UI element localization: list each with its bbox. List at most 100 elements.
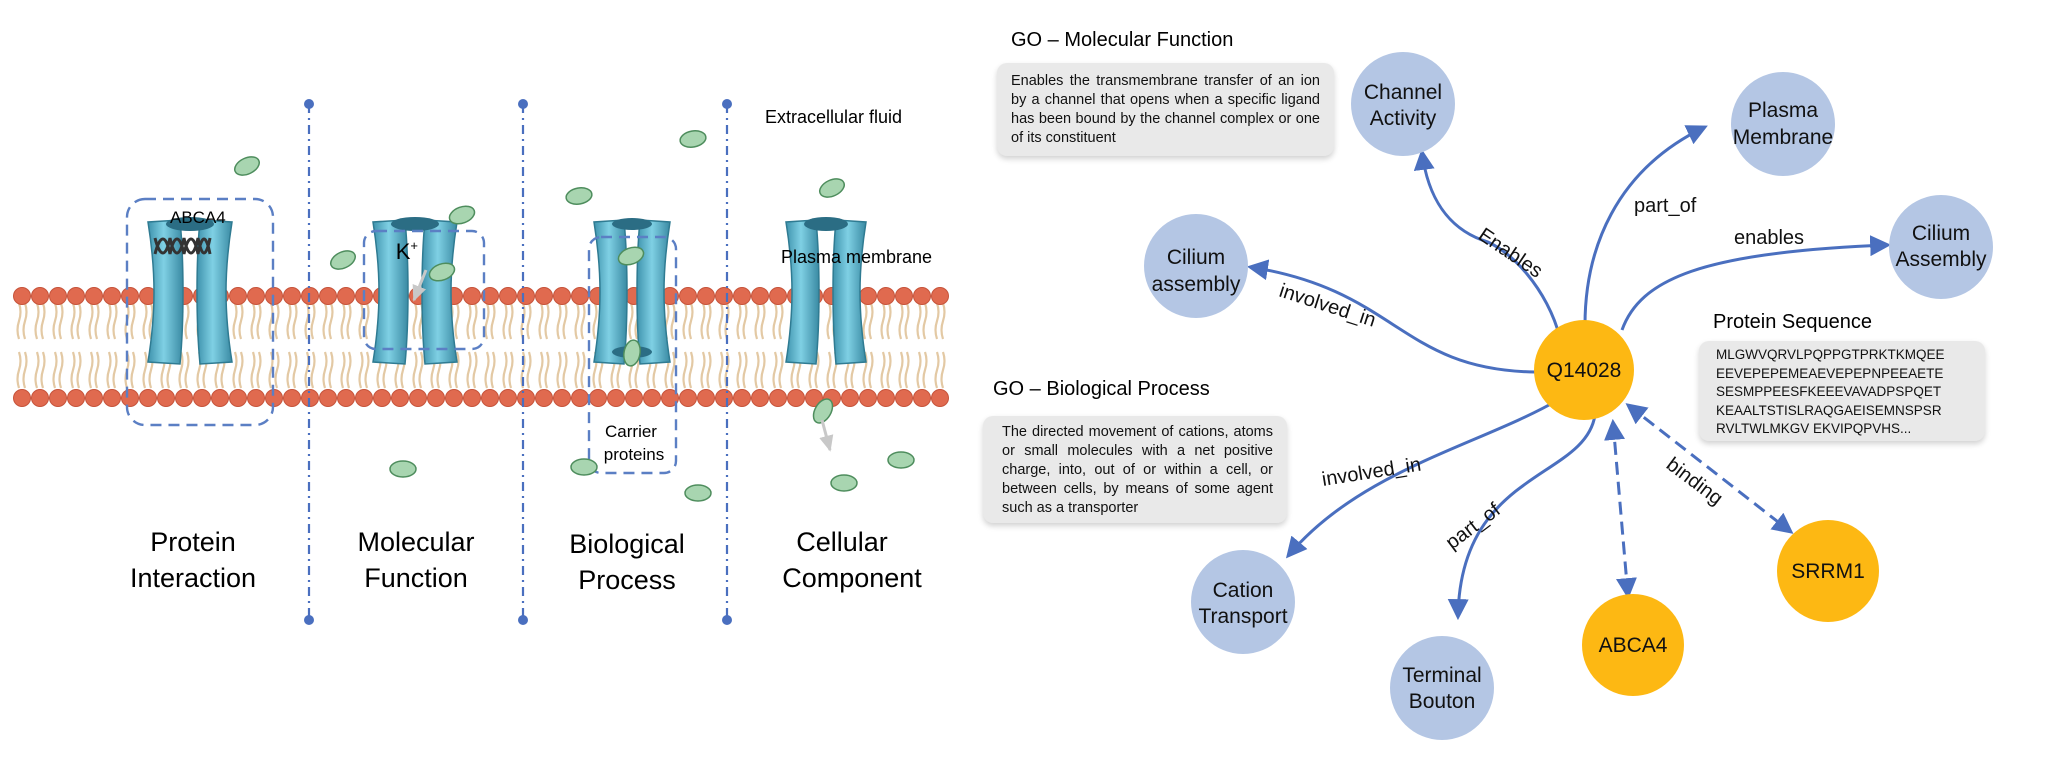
lipid-tail bbox=[502, 302, 508, 340]
node-plasma-membrane-line1: Plasma bbox=[1748, 99, 1818, 122]
lipid-tail bbox=[58, 302, 64, 340]
lipid-tail bbox=[670, 351, 676, 389]
separator-dot bbox=[304, 99, 314, 109]
lipid-head bbox=[49, 287, 67, 305]
graph-dashed-edges bbox=[1604, 403, 1794, 600]
go-biological-process-title: GO – Biological Process bbox=[993, 378, 1210, 400]
lipid-tail bbox=[466, 302, 472, 340]
channel-protein-potassium bbox=[372, 217, 458, 365]
lipid-head bbox=[391, 389, 409, 407]
protein-sequence-title: Protein Sequence bbox=[1713, 311, 1872, 333]
node-srrm1-label: SRRM1 bbox=[1791, 560, 1865, 583]
lipid-tail bbox=[364, 351, 370, 389]
lipid-tail bbox=[682, 351, 688, 389]
lipid-tail bbox=[706, 351, 712, 389]
lipid-tail bbox=[256, 351, 262, 389]
node-q14028[interactable]: Q14028 bbox=[1534, 320, 1634, 420]
lipid-head bbox=[247, 287, 265, 305]
carrier-label-line1: Carrier bbox=[605, 422, 657, 441]
lipid-tail bbox=[286, 351, 292, 389]
carrier-label-line2: proteins bbox=[604, 445, 664, 464]
lipid-head bbox=[427, 389, 445, 407]
edge-enables-channel bbox=[1413, 148, 1562, 339]
molecule bbox=[679, 130, 707, 148]
lipid-head bbox=[895, 287, 913, 305]
column-titles: Protein Interaction Molecular Function B… bbox=[130, 527, 922, 595]
edge-involved-in-cation bbox=[1285, 398, 1559, 559]
lipid-tail bbox=[184, 302, 190, 340]
edge-binding-srrm1 bbox=[1625, 403, 1794, 534]
edge-label-involved-in-bottom: involved_in bbox=[1320, 454, 1422, 491]
lipid-tail bbox=[34, 302, 40, 340]
node-channel-activity[interactable]: Channel Activity bbox=[1351, 52, 1455, 156]
separator-endpoints bbox=[304, 99, 732, 625]
lipid-head bbox=[535, 287, 553, 305]
edge-label-enables-lower: enables bbox=[1734, 227, 1804, 249]
lipid-head bbox=[121, 287, 139, 305]
lipid-head bbox=[247, 389, 265, 407]
lipid-tail bbox=[40, 351, 46, 389]
lipid-tail bbox=[538, 302, 544, 340]
lipid-head bbox=[715, 389, 733, 407]
lipid-tail bbox=[778, 351, 784, 389]
lipid-head bbox=[373, 389, 391, 407]
lipid-head bbox=[31, 389, 49, 407]
lipid-tail bbox=[562, 351, 568, 389]
lipid-tail bbox=[886, 351, 892, 389]
lipid-tail bbox=[556, 351, 562, 389]
lipid-tail bbox=[454, 302, 460, 340]
node-srrm1[interactable]: SRRM1 bbox=[1777, 520, 1879, 622]
lipid-tail bbox=[922, 302, 928, 340]
node-plasma-membrane[interactable]: Plasma Membrane bbox=[1731, 72, 1835, 176]
lipid-head bbox=[157, 389, 175, 407]
sequence-line: RVLTWLMKGV EKVIPQPVHS... bbox=[1716, 421, 1912, 436]
node-cation-transport[interactable]: Cation Transport bbox=[1191, 550, 1295, 654]
molecule bbox=[448, 205, 476, 225]
lipid-tail bbox=[898, 302, 904, 340]
node-terminal-bouton[interactable]: Terminal Bouton bbox=[1390, 636, 1494, 740]
lipid-tail bbox=[232, 302, 238, 340]
lipid-tail bbox=[364, 302, 370, 340]
lipid-tail bbox=[328, 351, 334, 389]
lipid-tail bbox=[898, 351, 904, 389]
lipid-head bbox=[859, 287, 877, 305]
lipid-tail bbox=[232, 351, 238, 389]
lipid-tail bbox=[574, 302, 580, 340]
abca4-highlight-box bbox=[125, 197, 275, 427]
lipid-head bbox=[103, 287, 121, 305]
lipid-head bbox=[535, 389, 553, 407]
lipid-tail bbox=[682, 302, 688, 340]
edge-label-part-of-top: part_of bbox=[1634, 195, 1697, 217]
molecule bbox=[570, 458, 598, 476]
lipid-head bbox=[751, 389, 769, 407]
lipid-tail bbox=[76, 351, 82, 389]
lipid-head bbox=[283, 287, 301, 305]
separator-dot bbox=[518, 615, 528, 625]
lipid-head bbox=[697, 287, 715, 305]
node-cilium-assembly-right[interactable]: Cilium Assembly bbox=[1889, 195, 1993, 299]
edge-label-binding: binding bbox=[1662, 453, 1727, 509]
lipid-head bbox=[931, 287, 949, 305]
node-abca4[interactable]: ABCA4 bbox=[1582, 594, 1684, 696]
lipid-tail bbox=[274, 302, 280, 340]
lipid-tail bbox=[580, 302, 586, 340]
molecule bbox=[389, 460, 417, 478]
lipid-head bbox=[337, 287, 355, 305]
column-title-biological-process-line2: Process bbox=[578, 565, 676, 595]
node-terminal-bouton-line2: Bouton bbox=[1409, 690, 1476, 713]
sequence-line: EEVEPEPEMEAEVEPEPNPEEAETE bbox=[1716, 365, 1944, 381]
extracellular-label: Extracellular fluid bbox=[765, 107, 902, 127]
lipid-head bbox=[463, 287, 481, 305]
channel-protein-abca4 bbox=[147, 217, 233, 365]
node-q14028-label: Q14028 bbox=[1547, 359, 1622, 382]
edge-enables-cilium bbox=[1620, 235, 1892, 331]
node-channel-activity-line2: Activity bbox=[1370, 107, 1437, 130]
node-cation-transport-line1: Cation bbox=[1213, 579, 1274, 602]
lipid-head bbox=[13, 389, 31, 407]
lipid-tail bbox=[916, 302, 922, 340]
lipid-tail bbox=[88, 302, 94, 340]
lipid-head bbox=[751, 287, 769, 305]
node-cilium-assembly-left[interactable]: Cilium assembly bbox=[1144, 214, 1248, 318]
